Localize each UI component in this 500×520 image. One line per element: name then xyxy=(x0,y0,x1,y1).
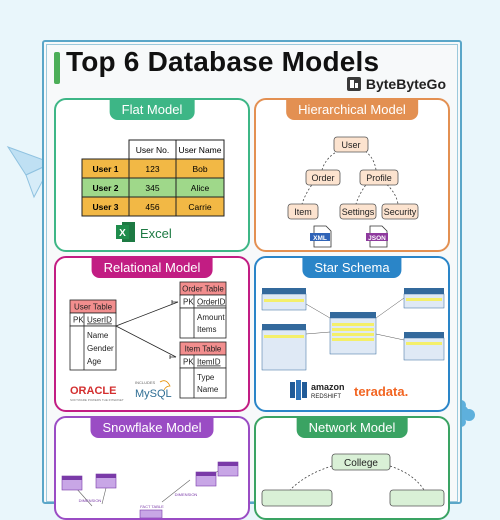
item-table-pk: PK xyxy=(183,358,194,367)
item-table-title: Item Table xyxy=(185,345,222,354)
order-table-key: OrderID xyxy=(197,298,226,307)
node-security: Security xyxy=(384,207,417,217)
teradata-logo: teradata. xyxy=(354,384,408,399)
flat-row-3-label: User 3 xyxy=(93,202,119,212)
network-model-title: Network Model xyxy=(296,417,408,438)
node-settings: Settings xyxy=(342,207,375,217)
flat-row-1-name: Bob xyxy=(192,164,207,174)
node-profile: Profile xyxy=(366,173,392,183)
page-title: Top 6 Database Models xyxy=(66,46,380,77)
star-links xyxy=(305,297,405,341)
snow-fact-table xyxy=(139,509,163,518)
network-node-left xyxy=(261,489,333,507)
flat-row-2-label: User 2 xyxy=(93,183,119,193)
star-fact-table xyxy=(329,312,377,355)
order-table-title: Order Table xyxy=(182,285,224,294)
flat-row-2-no: 345 xyxy=(145,183,159,193)
flat-row-2-name: Alice xyxy=(191,183,210,193)
excel-icon: X xyxy=(119,228,126,239)
oracle-logo: ORACLE SOFTWARE POWERS THE INTERNET xyxy=(70,385,124,402)
flat-model-panel: Flat Model User No. User Name User 1 123… xyxy=(54,98,250,252)
mysql-includes: INCLUDES xyxy=(135,380,156,385)
order-field-amount: Amount xyxy=(197,313,225,322)
flat-model-title: Flat Model xyxy=(109,99,195,120)
network-links xyxy=(289,465,425,491)
hierarchical-model-panel: Hierarchical Model User Order Profile It… xyxy=(254,98,450,252)
item-field-name: Name xyxy=(197,385,219,394)
oracle-tagline: SOFTWARE POWERS THE INTERNET xyxy=(70,398,124,402)
flat-row-1-label: User 1 xyxy=(93,164,119,174)
snow-label-fact: FACT TABLE xyxy=(140,504,164,509)
snow-dimension-3 xyxy=(217,461,239,477)
node-user: User xyxy=(341,140,360,150)
redshift-icon xyxy=(290,382,295,398)
star-schema-panel: Star Schema xyxy=(254,256,450,412)
flat-table: User No. User Name User 1 123 Bob User 2… xyxy=(81,139,225,217)
xml-label: XML xyxy=(313,235,327,242)
item-table: Item Table PK ItemID Type Name xyxy=(179,341,227,399)
star-dimension-top-right xyxy=(403,288,445,309)
xml-file-icon: XML xyxy=(310,225,332,248)
snow-dimension-1 xyxy=(61,475,83,491)
star-dimension-top-left xyxy=(261,288,307,311)
item-table-key: ItemID xyxy=(197,358,221,367)
user-field-age: Age xyxy=(87,357,102,366)
relational-model-panel: Relational Model User Table PK UserID Na… xyxy=(54,256,250,412)
flat-header-name: User Name xyxy=(179,145,222,155)
snow-label-dimension-2: DIMENSION xyxy=(175,492,198,497)
user-table: User Table PK UserID Name Gender Age xyxy=(69,299,117,371)
mysql-logo: INCLUDES MySQL xyxy=(135,380,172,400)
college-node xyxy=(331,453,391,471)
network-model-panel: Network Model College xyxy=(254,416,450,520)
snow-dimension-4 xyxy=(195,471,217,487)
user-field-name: Name xyxy=(87,331,109,340)
flat-row-3-no: 456 xyxy=(145,202,159,212)
order-field-items: Items xyxy=(197,325,217,334)
flat-row-3-name: Carrie xyxy=(188,202,211,212)
order-table-pk: PK xyxy=(183,298,194,307)
excel-label: Excel xyxy=(140,226,172,241)
snowflake-model-panel: Snowflake Model DIMENSION xyxy=(54,416,250,520)
college-node-label: College xyxy=(344,458,378,469)
hierarchy-links xyxy=(301,148,399,205)
star-dimension-bottom-right xyxy=(403,332,445,361)
relational-model-title: Relational Model xyxy=(91,257,213,278)
brand-logo: ByteByteGo xyxy=(346,76,446,92)
user-table-pk: PK xyxy=(73,316,84,325)
oracle-wordmark: ORACLE xyxy=(70,385,116,397)
order-table: Order Table PK OrderID Amount Items xyxy=(179,281,227,339)
json-label: JSON xyxy=(368,235,386,242)
star-schema-title: Star Schema xyxy=(302,257,402,278)
brand-name: ByteByteGo xyxy=(365,76,446,92)
excel-logo: X Excel xyxy=(116,222,172,242)
item-field-type: Type xyxy=(197,373,215,382)
snow-dimension-2 xyxy=(95,473,117,489)
redshift-amazon: amazon xyxy=(311,382,345,392)
user-field-gender: Gender xyxy=(87,344,114,353)
user-table-key: UserID xyxy=(87,316,112,325)
json-file-icon: JSON xyxy=(366,225,388,248)
relation-lines xyxy=(115,300,179,359)
flat-row-1-no: 123 xyxy=(145,164,159,174)
mysql-dolphin-icon xyxy=(159,380,171,391)
star-dimension-bottom-left xyxy=(261,324,307,371)
title-accent-bar xyxy=(54,52,60,84)
infographic-sheet: Top 6 Database Models ByteByteGo Flat Mo… xyxy=(42,40,462,520)
redshift-logo: amazon REDSHIFT xyxy=(290,380,345,400)
snowflake-model-title: Snowflake Model xyxy=(90,417,214,438)
node-order: Order xyxy=(311,173,334,183)
redshift-label: REDSHIFT xyxy=(311,394,341,400)
snow-label-dimension-1: DIMENSION xyxy=(79,498,102,503)
network-node-right xyxy=(389,489,445,507)
node-item: Item xyxy=(294,207,312,217)
bytebytego-icon xyxy=(346,77,361,91)
mysql-wordmark: MySQL xyxy=(135,388,172,400)
hierarchical-model-title: Hierarchical Model xyxy=(286,99,418,120)
user-table-title: User Table xyxy=(74,303,113,312)
flat-header-no: User No. xyxy=(136,145,170,155)
